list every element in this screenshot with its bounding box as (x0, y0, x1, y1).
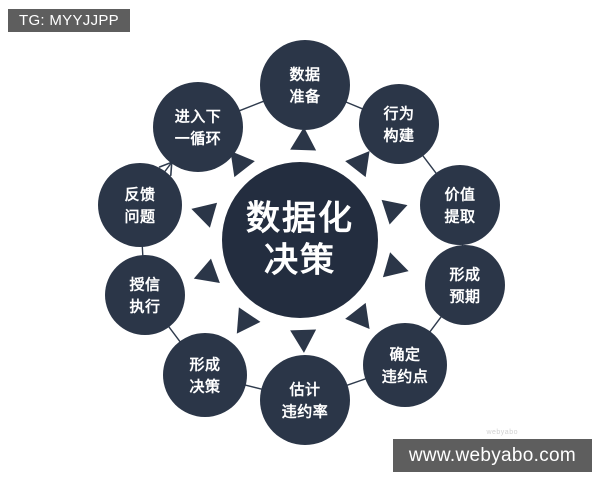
connection-line-form-expectation-to-determine-default-point (428, 315, 443, 333)
node-label-estimate-default-rate-line1: 估计 (288, 381, 320, 399)
node-label-feedback-issue-line1: 反馈 (124, 186, 155, 204)
node-label-estimate-default-rate-line2: 违约率 (282, 403, 329, 421)
watermark-bottom-right: www.webyabo.com (392, 439, 592, 472)
node-label-value-extraction-line1: 价值 (444, 186, 475, 204)
node-label-form-expectation-line1: 形成 (449, 266, 480, 284)
connection-line-enter-next-cycle-to-data-preparation (238, 100, 265, 112)
spoke-arrow-icon-data-preparation (290, 127, 317, 151)
node-circle-estimate-default-rate[interactable] (260, 355, 350, 445)
connection-line-form-decision-to-credit-execution (167, 325, 182, 343)
node-label-form-decision-line1: 形成 (189, 356, 220, 374)
spoke-arrow-icon-feedback-issue (191, 202, 218, 228)
node-circle-data-preparation[interactable] (260, 40, 350, 130)
spoke-arrow-icon-estimate-default-rate (290, 329, 317, 353)
spoke-arrows-layer (191, 127, 409, 353)
node-circle-form-decision[interactable] (163, 333, 247, 417)
outer-nodes-layer: 数据准备行为构建价值提取形成预期确定违约点估计违约率形成决策授信执行反馈问题进入… (98, 40, 505, 445)
spoke-arrow-icon-form-expectation (382, 252, 409, 278)
node-circle-form-expectation[interactable] (425, 245, 505, 325)
watermark-top-left: TG: MYYJJPP (8, 9, 130, 32)
node-circle-determine-default-point[interactable] (363, 323, 447, 407)
node-label-credit-execution-line2: 执行 (129, 298, 160, 316)
node-circle-behavior-construction[interactable] (359, 84, 439, 164)
spoke-arrow-icon-enter-next-cycle (230, 150, 255, 178)
connection-line-credit-execution-to-feedback-issue (141, 245, 144, 257)
node-circle-feedback-issue[interactable] (98, 163, 182, 247)
node-label-enter-next-cycle-line1: 进入下 (175, 108, 222, 126)
watermark-faint: webyabo (486, 429, 518, 436)
node-label-value-extraction-line2: 提取 (444, 208, 476, 226)
spoke-arrow-icon-form-decision (236, 307, 261, 334)
connection-lines-layer (141, 100, 464, 391)
node-label-behavior-construction-line2: 构建 (383, 127, 415, 145)
node-label-feedback-issue-line2: 问题 (124, 208, 156, 226)
node-label-determine-default-point-line2: 违约点 (382, 368, 429, 386)
node-circle-enter-next-cycle[interactable] (153, 82, 243, 172)
node-circle-value-extraction[interactable] (420, 165, 500, 245)
spoke-arrow-icon-credit-execution (193, 258, 220, 283)
hub-label-line1: 数据化 (246, 199, 354, 239)
node-label-data-preparation-line1: 数据 (289, 66, 320, 84)
connection-line-feedback-issue-to-enter-next-cycle (163, 161, 173, 173)
node-label-form-expectation-line2: 预期 (449, 288, 480, 306)
node-label-enter-next-cycle-line2: 一循环 (175, 130, 222, 148)
spoke-arrow-icon-value-extraction (381, 199, 408, 225)
connection-line-behavior-construction-to-value-extraction (421, 154, 438, 175)
spoke-arrow-icon-determine-default-point (345, 302, 370, 330)
connection-line-data-preparation-to-behavior-construction (344, 101, 364, 110)
node-label-data-preparation-line2: 准备 (289, 88, 321, 106)
spoke-arrow-icon-behavior-construction (345, 150, 370, 178)
node-circle-credit-execution[interactable] (105, 255, 185, 335)
node-label-form-decision-line2: 决策 (189, 378, 221, 396)
hub-circle (222, 162, 378, 318)
node-label-determine-default-point-line1: 确定 (389, 346, 420, 364)
node-label-credit-execution-line1: 授信 (129, 276, 160, 294)
hub-label-line2: 决策 (264, 241, 336, 281)
node-label-behavior-construction-line1: 行为 (382, 105, 414, 123)
connection-line-estimate-default-rate-to-form-decision (244, 384, 264, 391)
connection-line-determine-default-point-to-estimate-default-rate (345, 377, 368, 387)
